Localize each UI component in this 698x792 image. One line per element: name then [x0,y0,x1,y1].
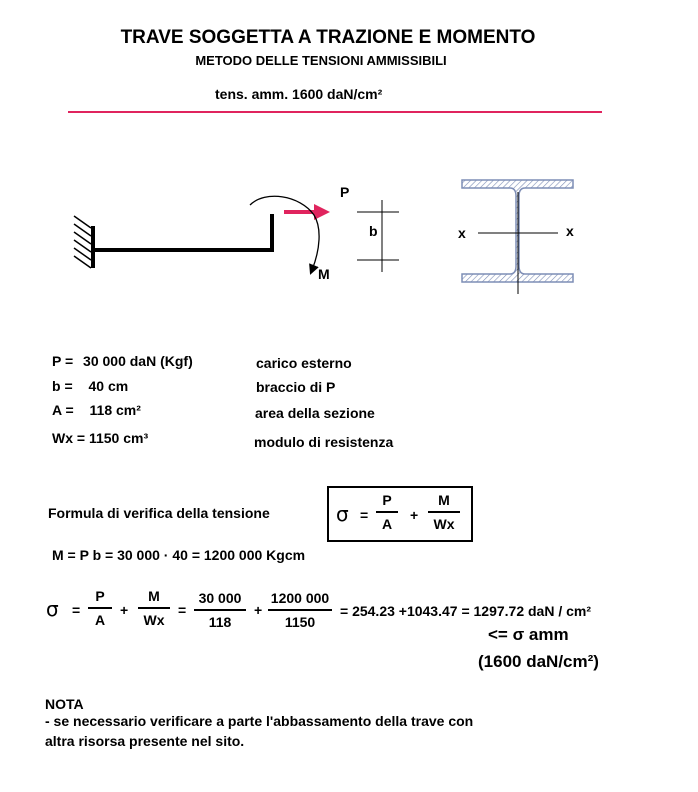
row-label: b = [52,378,73,394]
force-arrow [284,204,330,220]
moment-arc [249,195,320,275]
verification-label: Formula di verifica della tensione [48,505,270,521]
fraction-load-over-area: 30 000 118 [194,590,246,630]
equals-sign: = [360,507,369,523]
fixed-support [73,215,95,269]
stress-limit: (1600 daN/cm²) [478,652,599,671]
row-description: area della sezione [255,405,375,421]
plus-sign: + [120,602,129,618]
denominator: A [94,612,106,628]
row-description: modulo di resistenza [254,434,394,450]
denominator: 1150 [284,614,316,630]
beam-diagram [73,179,574,294]
i-beam-section [461,179,574,294]
load-p-label: P [340,184,350,200]
header-divider [68,111,602,113]
fraction-m-over-wx: M Wx [138,588,170,628]
equals-sign: = [72,602,81,618]
numerator: P [95,588,105,604]
numerator: P [382,492,392,508]
moment-m-label: M [318,266,330,282]
fraction-m-over-wx: M Wx [428,492,460,532]
arm-b-row: b = 40 cm [52,378,128,394]
row-label: A = [52,402,74,418]
row-value: 40 cm [88,378,129,394]
numerator: 30 000 [198,590,242,606]
numerator: 1200 000 [270,590,330,606]
axis-x-left-label: x [458,225,466,241]
arm-dimension [357,200,399,272]
row-description: braccio di P [256,379,336,395]
page-subtitle: METODO DELLE TENSIONI AMMISSIBILI [195,53,447,68]
note-line: - se necessario verificare a parte l'abb… [45,713,474,729]
numerator: M [148,588,160,604]
row-description: carico esterno [256,355,352,371]
row-value: 118 cm² [89,402,141,418]
modulus-row: Wx = 1150 cm³ [52,430,148,446]
axis-x-right-label: x [566,223,574,239]
allowable-stress: tens. amm. 1600 daN/cm² [215,86,383,102]
page-title: TRAVE SOGGETTA A TRAZIONE E MOMENTO [120,27,536,48]
equals-sign: = [178,602,187,618]
plus-sign: + [254,602,263,618]
moment-calculation: M = P b = 30 000 · 40 = 1200 000 Kgcm [52,547,306,563]
area-row: A = 118 cm² [52,402,141,418]
plus-sign: + [410,507,419,523]
fraction-p-over-a: P A [88,588,112,628]
numerator: M [438,492,450,508]
load-p-row: P = 30 000 daN (Kgf) [52,353,193,369]
row-label: Wx = 1150 cm³ [52,430,149,446]
denominator: Wx [143,612,165,628]
fraction-moment-over-modulus: 1200 000 1150 [268,590,332,630]
note-heading: NOTA [45,696,84,712]
row-value: 30 000 daN (Kgf) [83,353,193,369]
sigma-symbol: σ [46,597,59,621]
row-label: P = [52,353,74,369]
denominator: A [381,516,393,532]
sigma-symbol: σ [336,502,349,526]
fraction-p-over-a: P A [376,492,398,532]
note-line: altra risorsa presente nel sito. [45,733,245,749]
arm-b-label: b [369,223,378,239]
beam [95,214,274,252]
formula-box [327,486,473,542]
stress-check: <= σ amm [488,625,569,644]
denominator: 118 [208,614,232,630]
stress-result: = 254.23 +1043.47 = 1297.72 daN / cm² [340,603,592,619]
denominator: Wx [433,516,455,532]
